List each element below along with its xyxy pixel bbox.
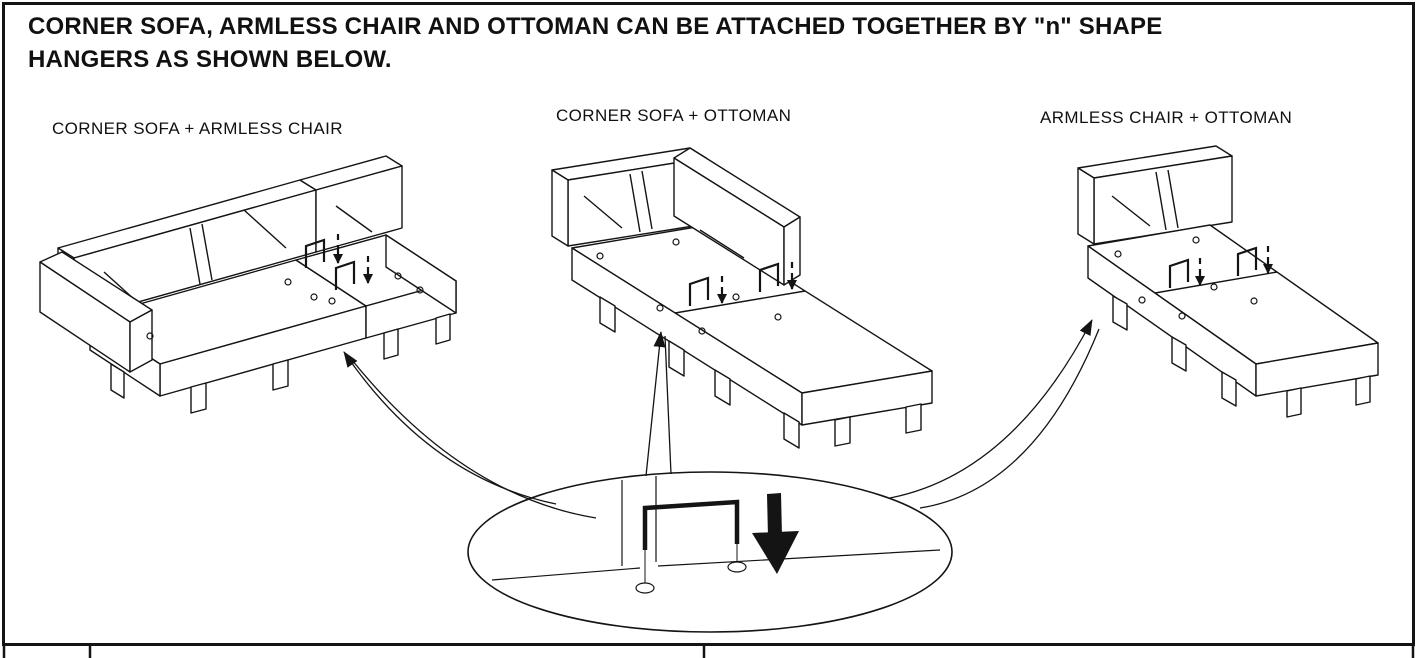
bolt-holes <box>146 272 424 340</box>
diagram-3-label: ARMLESS CHAIR + OTTOMAN <box>1040 108 1293 127</box>
page-title-line2: HANGERS AS SHOWN BELOW. <box>28 46 392 73</box>
callout-leaders <box>343 319 1100 519</box>
leader-line <box>351 359 597 519</box>
n-hanger-icon <box>758 262 780 292</box>
n-hanger-large-icon <box>642 499 740 550</box>
hanger-detail-callout <box>467 471 953 633</box>
border-frame <box>2 2 1415 646</box>
table-cut-ticks <box>2 645 1415 658</box>
page-title: CORNER SOFA, ARMLESS CHAIR AND OTTOMAN C… <box>28 10 1162 76</box>
corner-sofa-drawing <box>39 155 457 414</box>
armless-chair-drawing <box>1077 145 1379 418</box>
n-hanger-icon <box>304 238 326 268</box>
magnified-detail-ellipse <box>467 471 953 633</box>
corner-sofa-armless-chair-diagram <box>39 155 457 414</box>
page-title-line1: CORNER SOFA, ARMLESS CHAIR AND OTTOMAN C… <box>28 13 1163 40</box>
n-hanger-icon <box>1168 258 1190 288</box>
diagram-2-label: CORNER SOFA + OTTOMAN <box>556 106 792 125</box>
leader-line <box>664 335 672 475</box>
leader-line <box>919 328 1100 509</box>
leader-arrow-to-diagram-3 <box>889 319 1093 499</box>
leader-arrow-to-diagram-1 <box>343 351 557 505</box>
armless-chair-ottoman-diagram <box>1077 145 1379 418</box>
hanger-holes <box>635 561 747 594</box>
leader-arrow-to-diagram-2 <box>645 331 666 477</box>
diagram-1-label: CORNER SOFA + ARMLESS CHAIR <box>52 119 343 138</box>
corner-sofa-ottoman-diagram <box>551 147 933 449</box>
joint-surfaces <box>491 476 941 583</box>
n-hanger-icon <box>688 276 710 306</box>
n-hanger-icon <box>1236 246 1258 276</box>
bolt-holes <box>596 238 782 335</box>
insert-direction-arrow-icon <box>752 493 799 574</box>
corner-sofa-drawing <box>551 147 933 449</box>
